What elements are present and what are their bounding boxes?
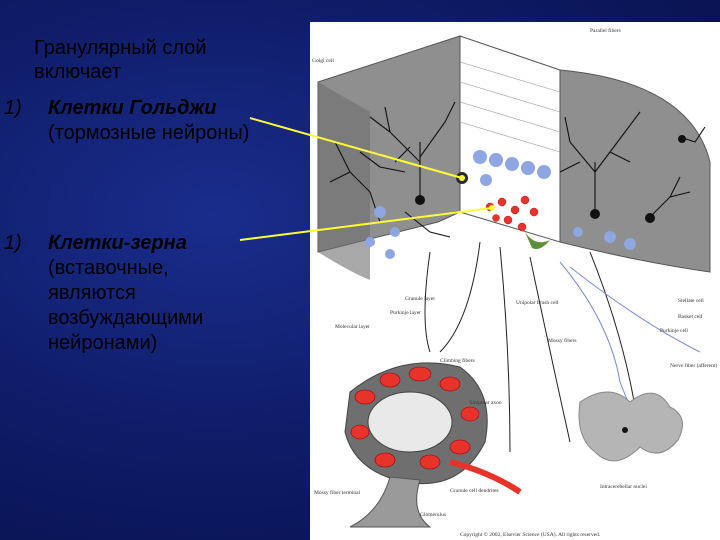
label-glomerulus: Glomerulus xyxy=(420,512,446,518)
item-title: Клетки Гольджи xyxy=(48,97,217,119)
label-mossy-fibers: Mossy fibers xyxy=(548,337,577,344)
label-copyright: Copyright © 2002, Elsevier Science (USA)… xyxy=(460,531,601,538)
item-number: 1) xyxy=(4,232,22,254)
label-climbing-fibers: Climbing fibers xyxy=(440,357,475,364)
desc-line: (тормозные нейроны) xyxy=(48,122,250,144)
golgi-cells-row xyxy=(473,150,551,186)
desc-line: возбуждающими xyxy=(48,307,204,329)
descending-fibers xyxy=(424,241,641,453)
label-mossy-fiber-terminal: Mossy fiber terminal xyxy=(314,489,361,496)
golgi-soma-center xyxy=(456,172,468,184)
slide-heading: Гранулярный слой включает xyxy=(34,36,294,84)
center-tissue-block xyxy=(456,35,561,249)
item-number: 1) xyxy=(4,97,22,119)
heading-line-2: включает xyxy=(34,61,121,83)
label-basket-cell: Basket cell xyxy=(678,314,703,320)
golgi-soma-left xyxy=(415,195,425,205)
label-stellate-cell: Stellate cell xyxy=(678,298,704,304)
label-intracerebellar: Intracerebellar nuclei xyxy=(600,484,647,490)
mossy-fiber-lines xyxy=(559,261,701,433)
label-unipolar-brush-cell: Unipolar brush cell xyxy=(516,300,559,306)
item-description: (тормозные нейроны) xyxy=(48,121,288,146)
granule-cells-cluster xyxy=(485,195,539,232)
unipolar-brush-cell xyxy=(525,232,550,249)
intracerebellar-nuclei xyxy=(578,391,683,462)
heading-line-1: Гранулярный слой xyxy=(34,37,207,59)
glomerulus xyxy=(344,362,522,528)
label-nerve-fiber: Nerve fiber (afferent) xyxy=(670,362,717,369)
item-title: Клетки-зерна xyxy=(48,232,187,254)
purkinje-soma-right xyxy=(590,209,600,219)
label-unipolar-axon: Unipolar axon xyxy=(470,400,502,406)
stellate-cell-soma xyxy=(678,135,686,143)
basket-cell-soma xyxy=(645,213,655,223)
desc-line: являются xyxy=(48,282,136,304)
desc-line: (вставочные, xyxy=(48,257,169,279)
cerebellar-cortex-illustration: Parallel fibers Golgi cell Granule layer… xyxy=(310,22,720,540)
right-tissue-block xyxy=(559,69,711,273)
desc-line: нейронами) xyxy=(48,332,158,354)
label-molecular-layer: Molecular layer xyxy=(335,324,370,330)
label-golgi-cell: Golgi cell xyxy=(312,58,334,64)
label-purkinje-layer: Purkinje layer xyxy=(390,310,421,316)
item-description: (вставочные, являются возбуждающими нейр… xyxy=(48,256,288,356)
label-purkinje-cell: Purkinje cell xyxy=(660,328,688,334)
label-granule-layer: Granule layer xyxy=(405,296,435,302)
label-parallel-fibers: Parallel fibers xyxy=(590,27,621,34)
label-granule-dendrites: Granule cell dendrites xyxy=(450,488,499,494)
